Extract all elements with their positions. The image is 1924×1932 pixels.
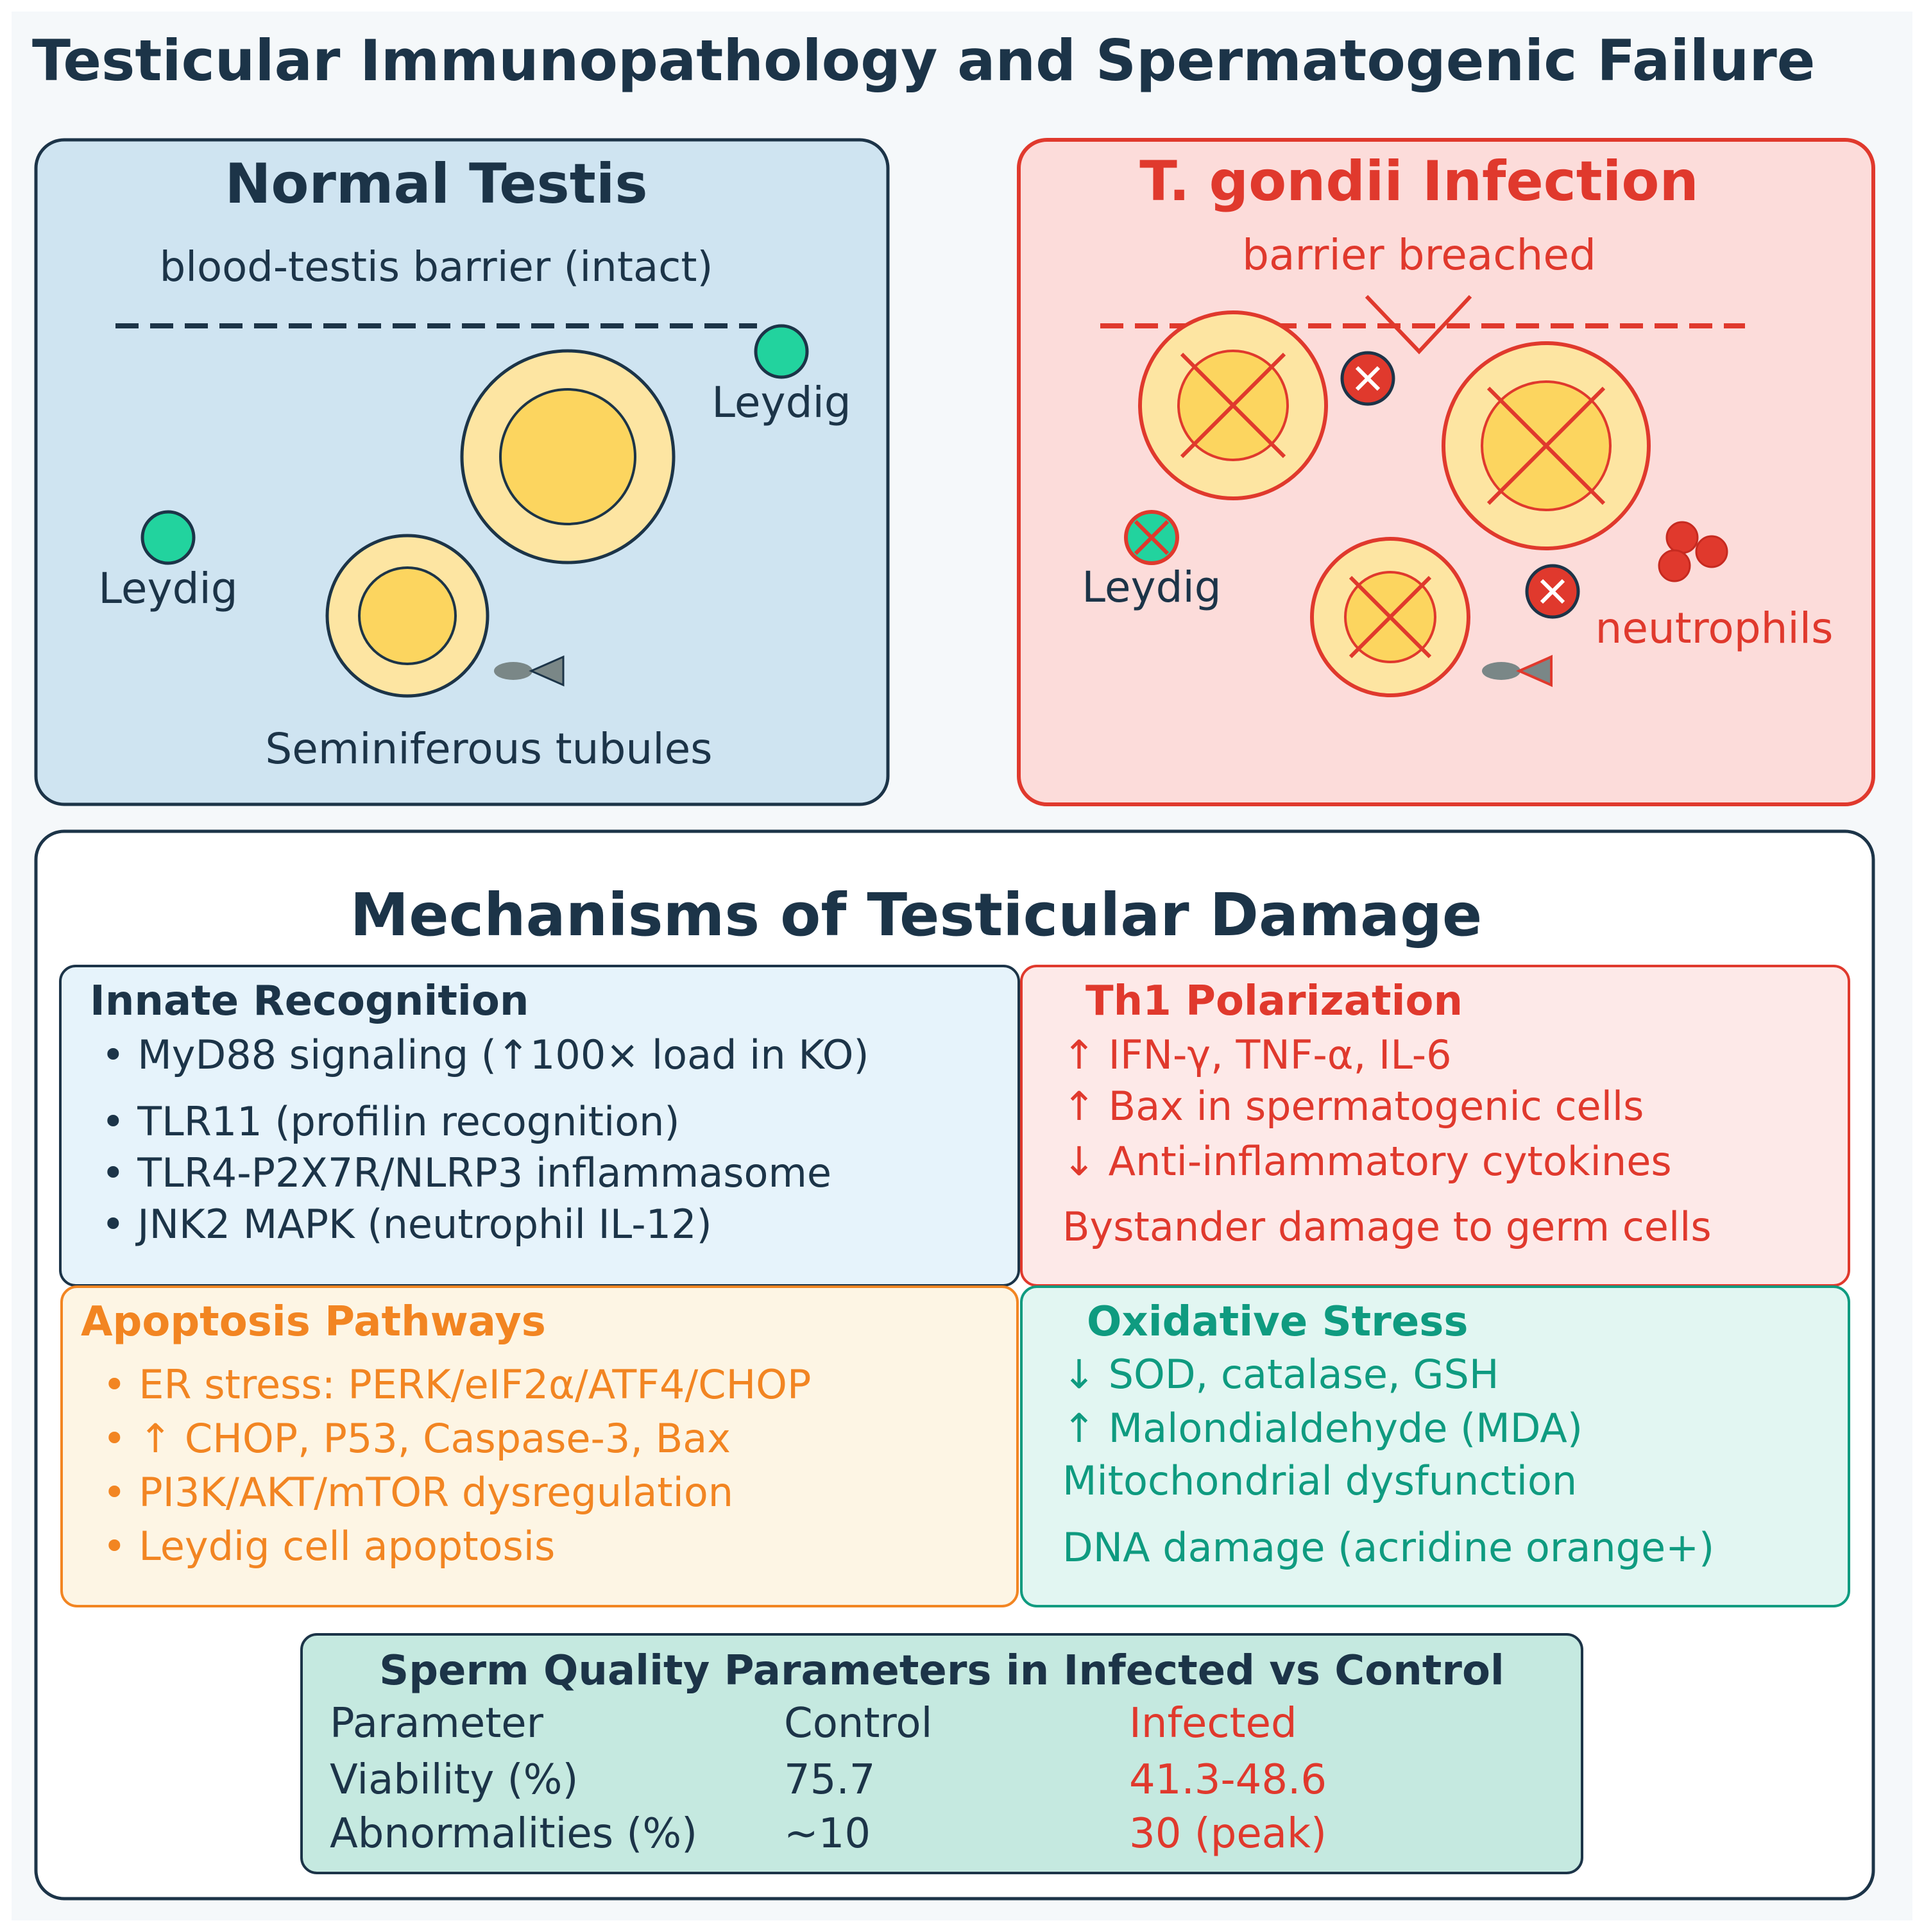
th1-title: Th1 Polarization — [1085, 978, 1463, 1025]
infection-leydig-label: Leydig — [1082, 563, 1221, 612]
th1-item-4: Bystander damage to germ cells — [1062, 1203, 1712, 1250]
normal-panel-title: Normal Testis — [225, 152, 647, 216]
apoptosis-title: Apoptosis Pathways — [81, 1298, 546, 1346]
infected-cell-1 — [1340, 351, 1395, 406]
apoptosis-box — [60, 1285, 1019, 1607]
table-row-2-parameter: Abnormalities (%) — [330, 1810, 697, 1858]
damaged-leydig-cell — [1124, 510, 1179, 565]
tubules-label: Seminiferous tubules — [265, 724, 712, 774]
barrier-intact-label: blood-testis barrier (intact) — [160, 244, 713, 291]
sperm-cell-normal — [494, 655, 565, 687]
oxidative-item-1: ↓ SOD, catalase, GSH — [1062, 1351, 1499, 1398]
table-row-1-infected: 41.3-48.6 — [1129, 1756, 1327, 1804]
main-title: Testicular Immunopathology and Spermatog… — [32, 28, 1815, 94]
table-header-control: Control — [784, 1700, 932, 1747]
mechanisms-panel: Mechanisms of Testicular Damage Innate R… — [34, 829, 1875, 1901]
normal-testis-panel: Normal Testis blood-testis barrier (inta… — [34, 138, 890, 806]
infection-panel-title: T. gondii Infection — [1139, 149, 1698, 214]
oxidative-title: Oxidative Stress — [1087, 1298, 1468, 1346]
tubule-small-lumen — [358, 566, 457, 665]
apoptosis-item-3: • PI3K/AKT/mTOR dysregulation — [103, 1469, 733, 1516]
oxidative-item-2: ↑ Malondialdehyde (MDA) — [1062, 1405, 1583, 1452]
table-header-parameter: Parameter — [330, 1700, 544, 1747]
sperm-table-title: Sperm Quality Parameters in Infected vs … — [379, 1647, 1504, 1695]
innate-item-1: • MyD88 signaling (↑100× load in KO) — [101, 1031, 869, 1078]
breach-notch — [1365, 294, 1472, 355]
sperm-table-box — [300, 1633, 1583, 1874]
tubule-large-lumen — [499, 388, 636, 525]
innate-title: Innate Recognition — [90, 978, 529, 1025]
oxidative-item-4: DNA damage (acridine orange+) — [1062, 1524, 1714, 1571]
table-row-2-infected: 30 (peak) — [1129, 1810, 1327, 1858]
neutrophils-label: neutrophils — [1596, 604, 1834, 653]
th1-item-3: ↓ Anti-inflammatory cytokines — [1062, 1138, 1672, 1185]
th1-item-1: ↑ IFN-γ, TNF-α, IL-6 — [1062, 1031, 1452, 1078]
damaged-tubule-2 — [1442, 341, 1651, 550]
table-row-1-parameter: Viability (%) — [330, 1756, 578, 1804]
leydig-label-1: Leydig — [711, 378, 851, 427]
barrier-breached-label: barrier breached — [1242, 230, 1596, 280]
oxidative-item-3: Mitochondrial dysfunction — [1062, 1457, 1577, 1504]
apoptosis-item-2: • ↑ CHOP, P53, Caspase-3, Bax — [103, 1415, 731, 1462]
sperm-cell-infected — [1482, 654, 1553, 688]
innate-item-2: • TLR11 (profilin recognition) — [101, 1098, 680, 1145]
infected-cell-2 — [1525, 564, 1580, 619]
table-row-2-control: ~10 — [784, 1810, 871, 1858]
leydig-cell-2 — [140, 510, 196, 565]
table-header-infected: Infected — [1129, 1700, 1297, 1747]
leydig-cell-1 — [754, 324, 809, 379]
table-row-1-control: 75.7 — [784, 1756, 876, 1804]
apoptosis-item-4: • Leydig cell apoptosis — [103, 1523, 555, 1570]
innate-item-4: • JNK2 MAPK (neutrophil IL-12) — [101, 1201, 712, 1248]
th1-item-2: ↑ Bax in spermatogenic cells — [1062, 1083, 1644, 1130]
mechanisms-title: Mechanisms of Testicular Damage — [350, 881, 1483, 949]
apoptosis-item-1: • ER stress: PERK/eIF2α/ATF4/CHOP — [103, 1361, 811, 1408]
infection-panel: T. gondii Infection barrier breached — [1017, 138, 1875, 806]
oxidative-box — [1020, 1285, 1850, 1607]
innate-item-3: • TLR4-P2X7R/NLRP3 inflammasome — [101, 1149, 831, 1196]
neutrophil-cluster — [1658, 521, 1728, 582]
leydig-label-2: Leydig — [98, 564, 237, 613]
damaged-tubule-1 — [1138, 310, 1328, 500]
damaged-tubule-3 — [1310, 537, 1470, 697]
